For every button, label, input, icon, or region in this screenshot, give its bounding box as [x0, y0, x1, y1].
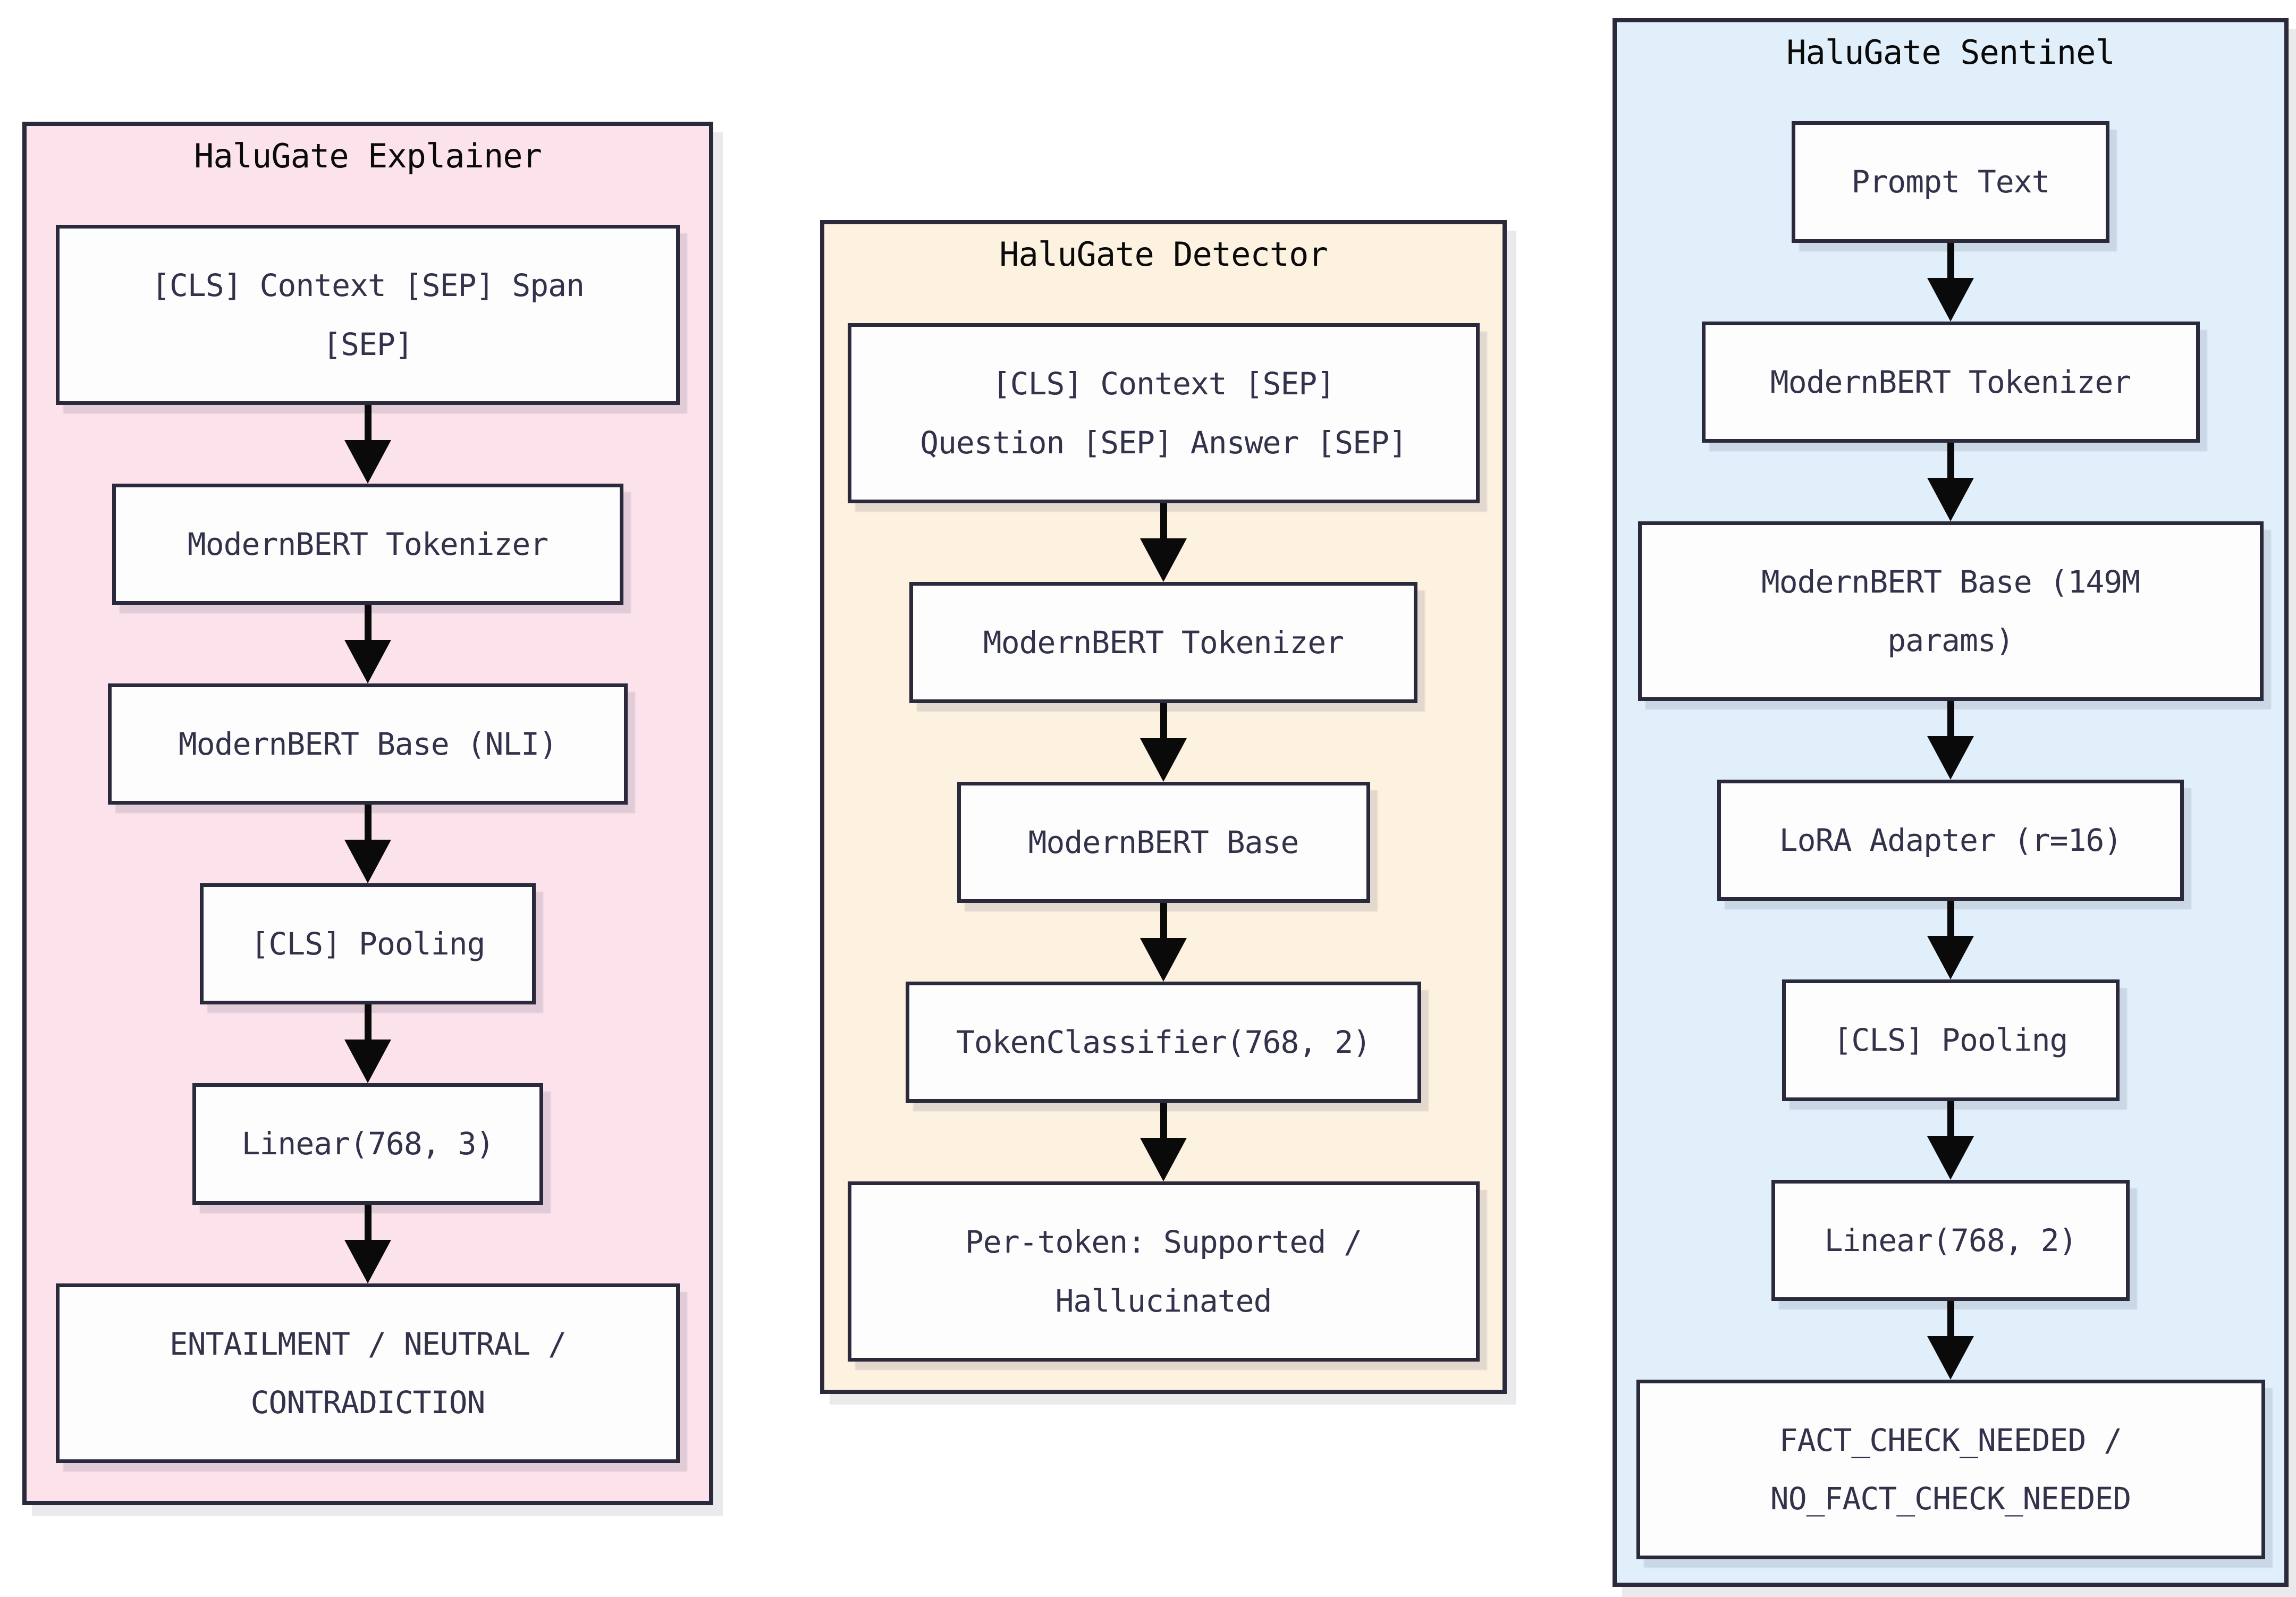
node-modernbert-base-nli: ModernBERT Base (NLI) — [108, 683, 628, 805]
node-label: Per-token: Supported / Hallucinated — [965, 1224, 1362, 1319]
node-label: ModernBERT Base (149M params) — [1761, 563, 2140, 658]
arrow-down-icon — [1927, 1101, 1974, 1180]
arrow-down-icon — [1140, 503, 1187, 582]
node-cls-pooling: [CLS] Pooling — [200, 883, 536, 1005]
panel-title-sentinel: HaluGate Sentinel — [1786, 33, 2115, 72]
node-prompt-text: Prompt Text — [1792, 121, 2109, 243]
node-label: FACT_CHECK_NEEDED / NO_FACT_CHECK_NEEDED — [1770, 1422, 2131, 1517]
node-label: ModernBERT Tokenizer — [187, 526, 548, 562]
node-input-cls-context-sep-span: [CLS] Context [SEP] Span [SEP] — [56, 225, 680, 405]
node-label: Linear(768, 3) — [241, 1126, 495, 1162]
node-modernbert-base: ModernBERT Base — [957, 781, 1370, 903]
panel-halugate-sentinel: HaluGate Sentinel Prompt Text ModernBERT… — [1613, 18, 2289, 1587]
node-output-per-token-supported-hallucinated: Per-token: Supported / Hallucinated — [847, 1181, 1480, 1362]
arrow-down-icon — [344, 805, 391, 884]
arrow-down-icon — [344, 1204, 391, 1283]
node-linear-768-2: Linear(768, 2) — [1771, 1179, 2130, 1301]
arrow-down-icon — [1140, 903, 1187, 982]
panel-title-explainer: HaluGate Explainer — [194, 137, 542, 175]
arrow-down-icon — [1927, 242, 1974, 322]
node-label: Prompt Text — [1851, 164, 2050, 200]
panel-title-detector: HaluGate Detector — [999, 235, 1328, 274]
node-label: ENTAILMENT / NEUTRAL / CONTRADICTION — [169, 1325, 567, 1421]
node-modernbert-tokenizer: ModernBERT Tokenizer — [909, 581, 1417, 703]
node-linear-768-3: Linear(768, 3) — [192, 1083, 543, 1205]
node-label: [CLS] Context [SEP] Span [SEP] — [151, 267, 585, 362]
node-modernbert-tokenizer: ModernBERT Tokenizer — [112, 483, 623, 605]
node-label: ModernBERT Tokenizer — [1770, 364, 2131, 400]
panel-halugate-explainer: HaluGate Explainer [CLS] Context [SEP] S… — [22, 122, 713, 1505]
arrow-down-icon — [1927, 1300, 1974, 1380]
node-label: ModernBERT Tokenizer — [983, 624, 1344, 661]
node-label: ModernBERT Base (NLI) — [178, 725, 558, 762]
node-label: [CLS] Context [SEP] Question [SEP] Answe… — [920, 366, 1407, 461]
node-tokenclassifier-768-2: TokenClassifier(768, 2) — [906, 982, 1421, 1103]
arrow-down-icon — [1927, 442, 1974, 521]
node-input-cls-context-question-answer: [CLS] Context [SEP] Question [SEP] Answe… — [847, 323, 1480, 503]
node-output-fact-check-needed: FACT_CHECK_NEEDED / NO_FACT_CHECK_NEEDED — [1636, 1379, 2265, 1560]
node-label: TokenClassifier(768, 2) — [956, 1024, 1371, 1061]
node-label: ModernBERT Base — [1028, 824, 1299, 860]
arrow-down-icon — [344, 404, 391, 484]
node-modernbert-tokenizer: ModernBERT Tokenizer — [1701, 321, 2200, 443]
node-modernbert-base-149m-params: ModernBERT Base (149M params) — [1637, 521, 2264, 702]
arrow-down-icon — [344, 1004, 391, 1084]
arrow-down-icon — [1927, 901, 1974, 980]
node-label: Linear(768, 2) — [1824, 1222, 2078, 1258]
panel-halugate-detector: HaluGate Detector [CLS] Context [SEP] Qu… — [820, 220, 1507, 1394]
node-lora-adapter-r16: LoRA Adapter (r=16) — [1717, 780, 2184, 901]
node-cls-pooling: [CLS] Pooling — [1782, 979, 2120, 1101]
arrow-down-icon — [1140, 703, 1187, 782]
arrow-down-icon — [344, 604, 391, 683]
node-label: [CLS] Pooling — [1833, 1022, 2069, 1059]
node-output-entailment-neutral-contradiction: ENTAILMENT / NEUTRAL / CONTRADICTION — [56, 1283, 680, 1463]
node-label: LoRA Adapter (r=16) — [1779, 822, 2122, 859]
node-label: [CLS] Pooling — [250, 926, 486, 962]
arrow-down-icon — [1927, 701, 1974, 780]
arrow-down-icon — [1140, 1103, 1187, 1182]
